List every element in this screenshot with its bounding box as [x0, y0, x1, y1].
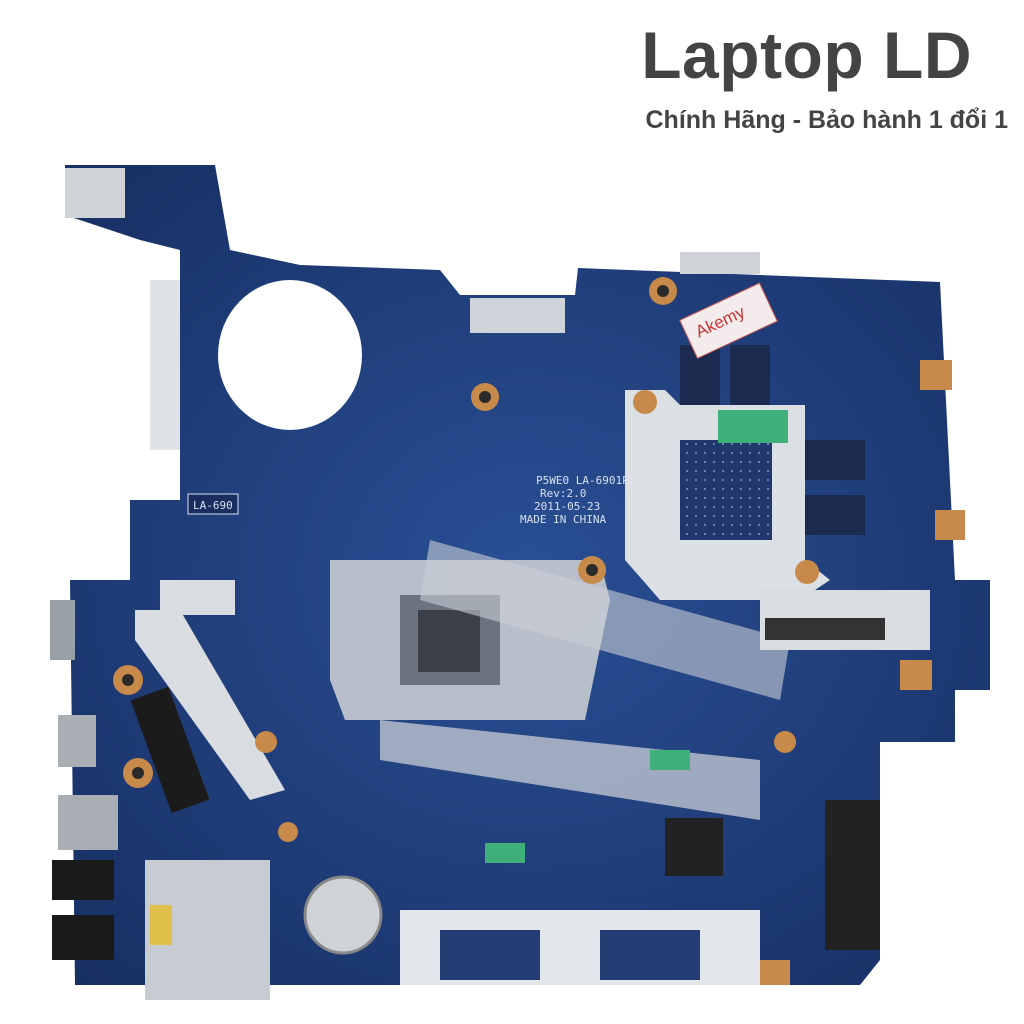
- hdmi-port: [58, 715, 96, 767]
- silk-date: 2011-05-23: [534, 500, 600, 513]
- dc-jack: [65, 168, 125, 218]
- brand-tagline: Chính Hãng - Bảo hành 1 đổi 1: [645, 106, 1009, 134]
- audio-jack: [52, 860, 114, 900]
- board-cutout: [218, 280, 362, 430]
- tape-strip: [420, 540, 790, 700]
- tape-strip: [380, 720, 760, 820]
- brand-title: Laptop LD: [641, 18, 972, 92]
- silk-origin: MADE IN CHINA: [520, 513, 606, 526]
- silk-model: P5WE0 LA-6901P: [536, 474, 629, 487]
- silk-side-label: LA-690: [193, 499, 233, 512]
- audio-jack: [52, 915, 114, 960]
- vga-port: [50, 600, 75, 660]
- mounting-pads: [113, 277, 965, 985]
- sata-connector: [825, 800, 880, 950]
- silk-rev: Rev:2.0: [540, 487, 586, 500]
- cmos-battery: [303, 875, 383, 955]
- usb-port: [58, 795, 118, 850]
